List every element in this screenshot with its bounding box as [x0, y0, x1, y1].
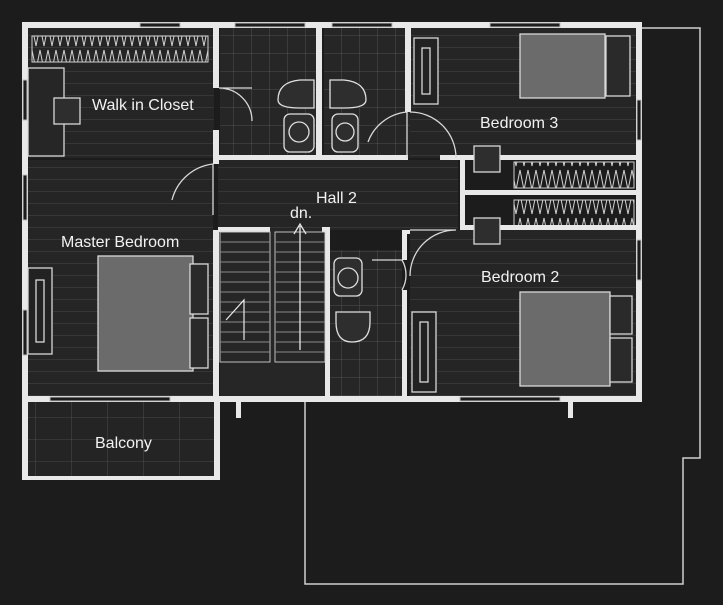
- label-walk-in-closet: Walk in Closet: [92, 97, 194, 114]
- label-dn: dn.: [290, 205, 312, 222]
- bedroom-2-chair: [473, 217, 501, 245]
- furniture: [27, 33, 633, 393]
- bedroom-3-desk: [413, 37, 439, 105]
- label-hall-2: Hall 2: [316, 190, 357, 207]
- bedroom-2-closet: [513, 199, 635, 227]
- sink-left: [283, 113, 315, 153]
- toilet-left: [277, 79, 315, 109]
- room-labels: Walk in Closet Bedroom 3 Hall 2 dn. Mast…: [61, 97, 559, 452]
- balcony-floor: [28, 402, 216, 478]
- bedroom-3-closet: [513, 161, 635, 189]
- label-master-bedroom: Master Bedroom: [61, 234, 179, 251]
- sink-right: [331, 113, 359, 153]
- bedroom-3-chair: [473, 145, 501, 173]
- label-balcony: Balcony: [95, 435, 152, 452]
- doors: [171, 87, 457, 291]
- sink-bath-3: [333, 257, 363, 297]
- toilet-bath-3: [335, 311, 371, 343]
- toilet-right: [329, 79, 367, 109]
- master-bed: [97, 255, 194, 372]
- walk-in-closet-chair: [53, 97, 81, 125]
- master-wardrobe: [27, 267, 53, 355]
- stair-arrow: [293, 222, 307, 350]
- label-bedroom-3: Bedroom 3: [480, 115, 558, 132]
- windows: [22, 22, 642, 402]
- bedroom-2-desk: [411, 311, 437, 393]
- site-outline: [304, 27, 701, 585]
- stairs: [219, 222, 326, 363]
- fixtures: [277, 79, 371, 343]
- closets: [31, 35, 635, 227]
- bedroom-3-bed: [519, 33, 606, 99]
- hall-floor: [218, 160, 458, 230]
- walk-in-closet-rod: [31, 35, 209, 63]
- bedroom-2-bed: [519, 291, 611, 387]
- label-bedroom-2: Bedroom 2: [481, 269, 559, 286]
